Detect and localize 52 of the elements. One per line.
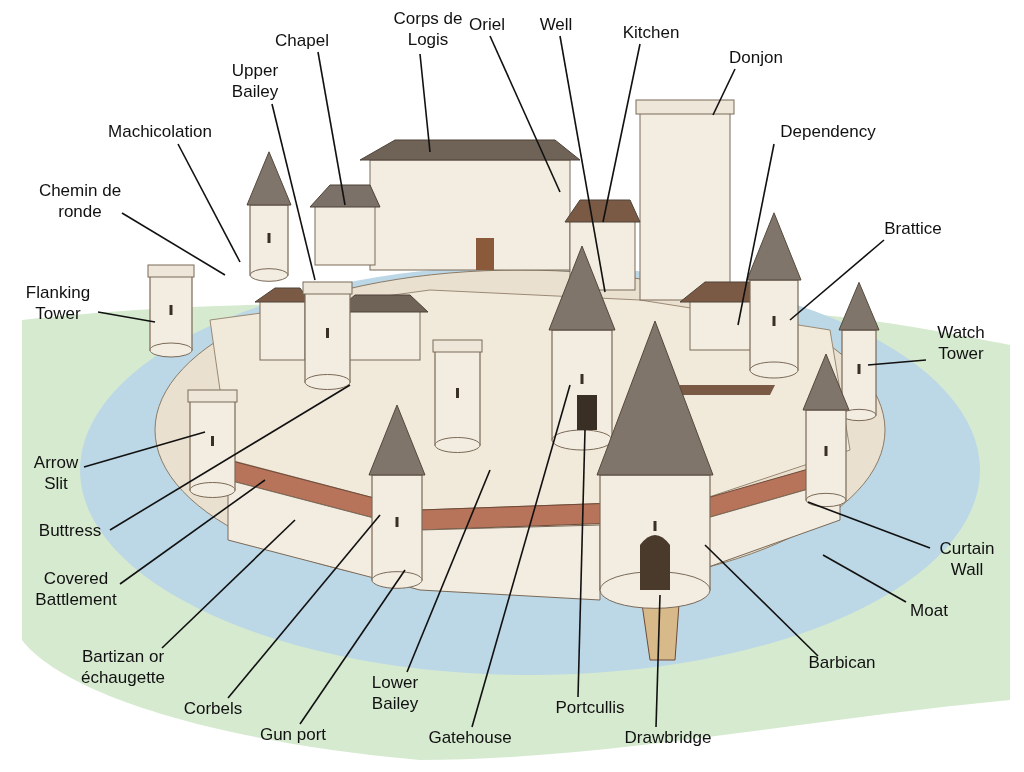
leader-line [161,519,296,649]
leader-line [177,143,241,263]
leader-line [317,51,346,206]
part-label: Gatehouse [428,727,512,748]
part-label: Arrow Slit [30,452,82,494]
leader-line [655,594,661,728]
leader-line [577,429,586,698]
leader-line [737,143,775,326]
leader-line [119,479,266,585]
part-label: Corbels [183,698,243,719]
leader-line [704,544,819,657]
leader-line [97,311,156,323]
part-label: Drawbridge [624,727,712,748]
part-label: Chemin de ronde [37,180,123,222]
leader-line [559,35,606,293]
leader-line [419,53,431,153]
leader-line [712,68,736,116]
part-label: Buttress [38,520,102,541]
part-label: Dependency [780,121,876,142]
leader-line [109,384,351,531]
leader-line [406,469,491,673]
part-label: Covered Battlement [27,568,125,610]
part-label: Lower Bailey [364,672,426,714]
part-label: Barbican [808,652,876,673]
leader-line [789,239,885,321]
part-label: Flanking Tower [19,282,97,324]
leader-line [807,501,931,549]
part-label: Upper Bailey [224,60,286,102]
part-label: Well [539,14,573,35]
part-label: Corps de Logis [387,8,469,50]
part-label: Moat [910,600,948,621]
part-label: Bartizan or échaugette [65,646,181,688]
part-label: Kitchen [622,22,680,43]
leader-line [227,514,381,699]
leader-line [471,384,571,728]
part-label: Chapel [275,30,329,51]
leader-line [83,431,206,468]
part-label: Curtain Wall [936,538,998,580]
leader-line [121,212,226,276]
part-label: Oriel [469,14,505,35]
leader-line [867,359,927,366]
part-label: Machicolation [108,121,212,142]
part-label: Brattice [884,218,942,239]
part-label: Gun port [259,724,327,745]
leader-line [271,103,316,281]
part-label: Donjon [729,47,783,68]
part-label: Portcullis [555,697,625,718]
leader-line [602,43,641,223]
leader-line [822,554,907,603]
leader-line [489,35,561,193]
part-label: Watch Tower [930,322,992,364]
leader-line [299,569,406,725]
